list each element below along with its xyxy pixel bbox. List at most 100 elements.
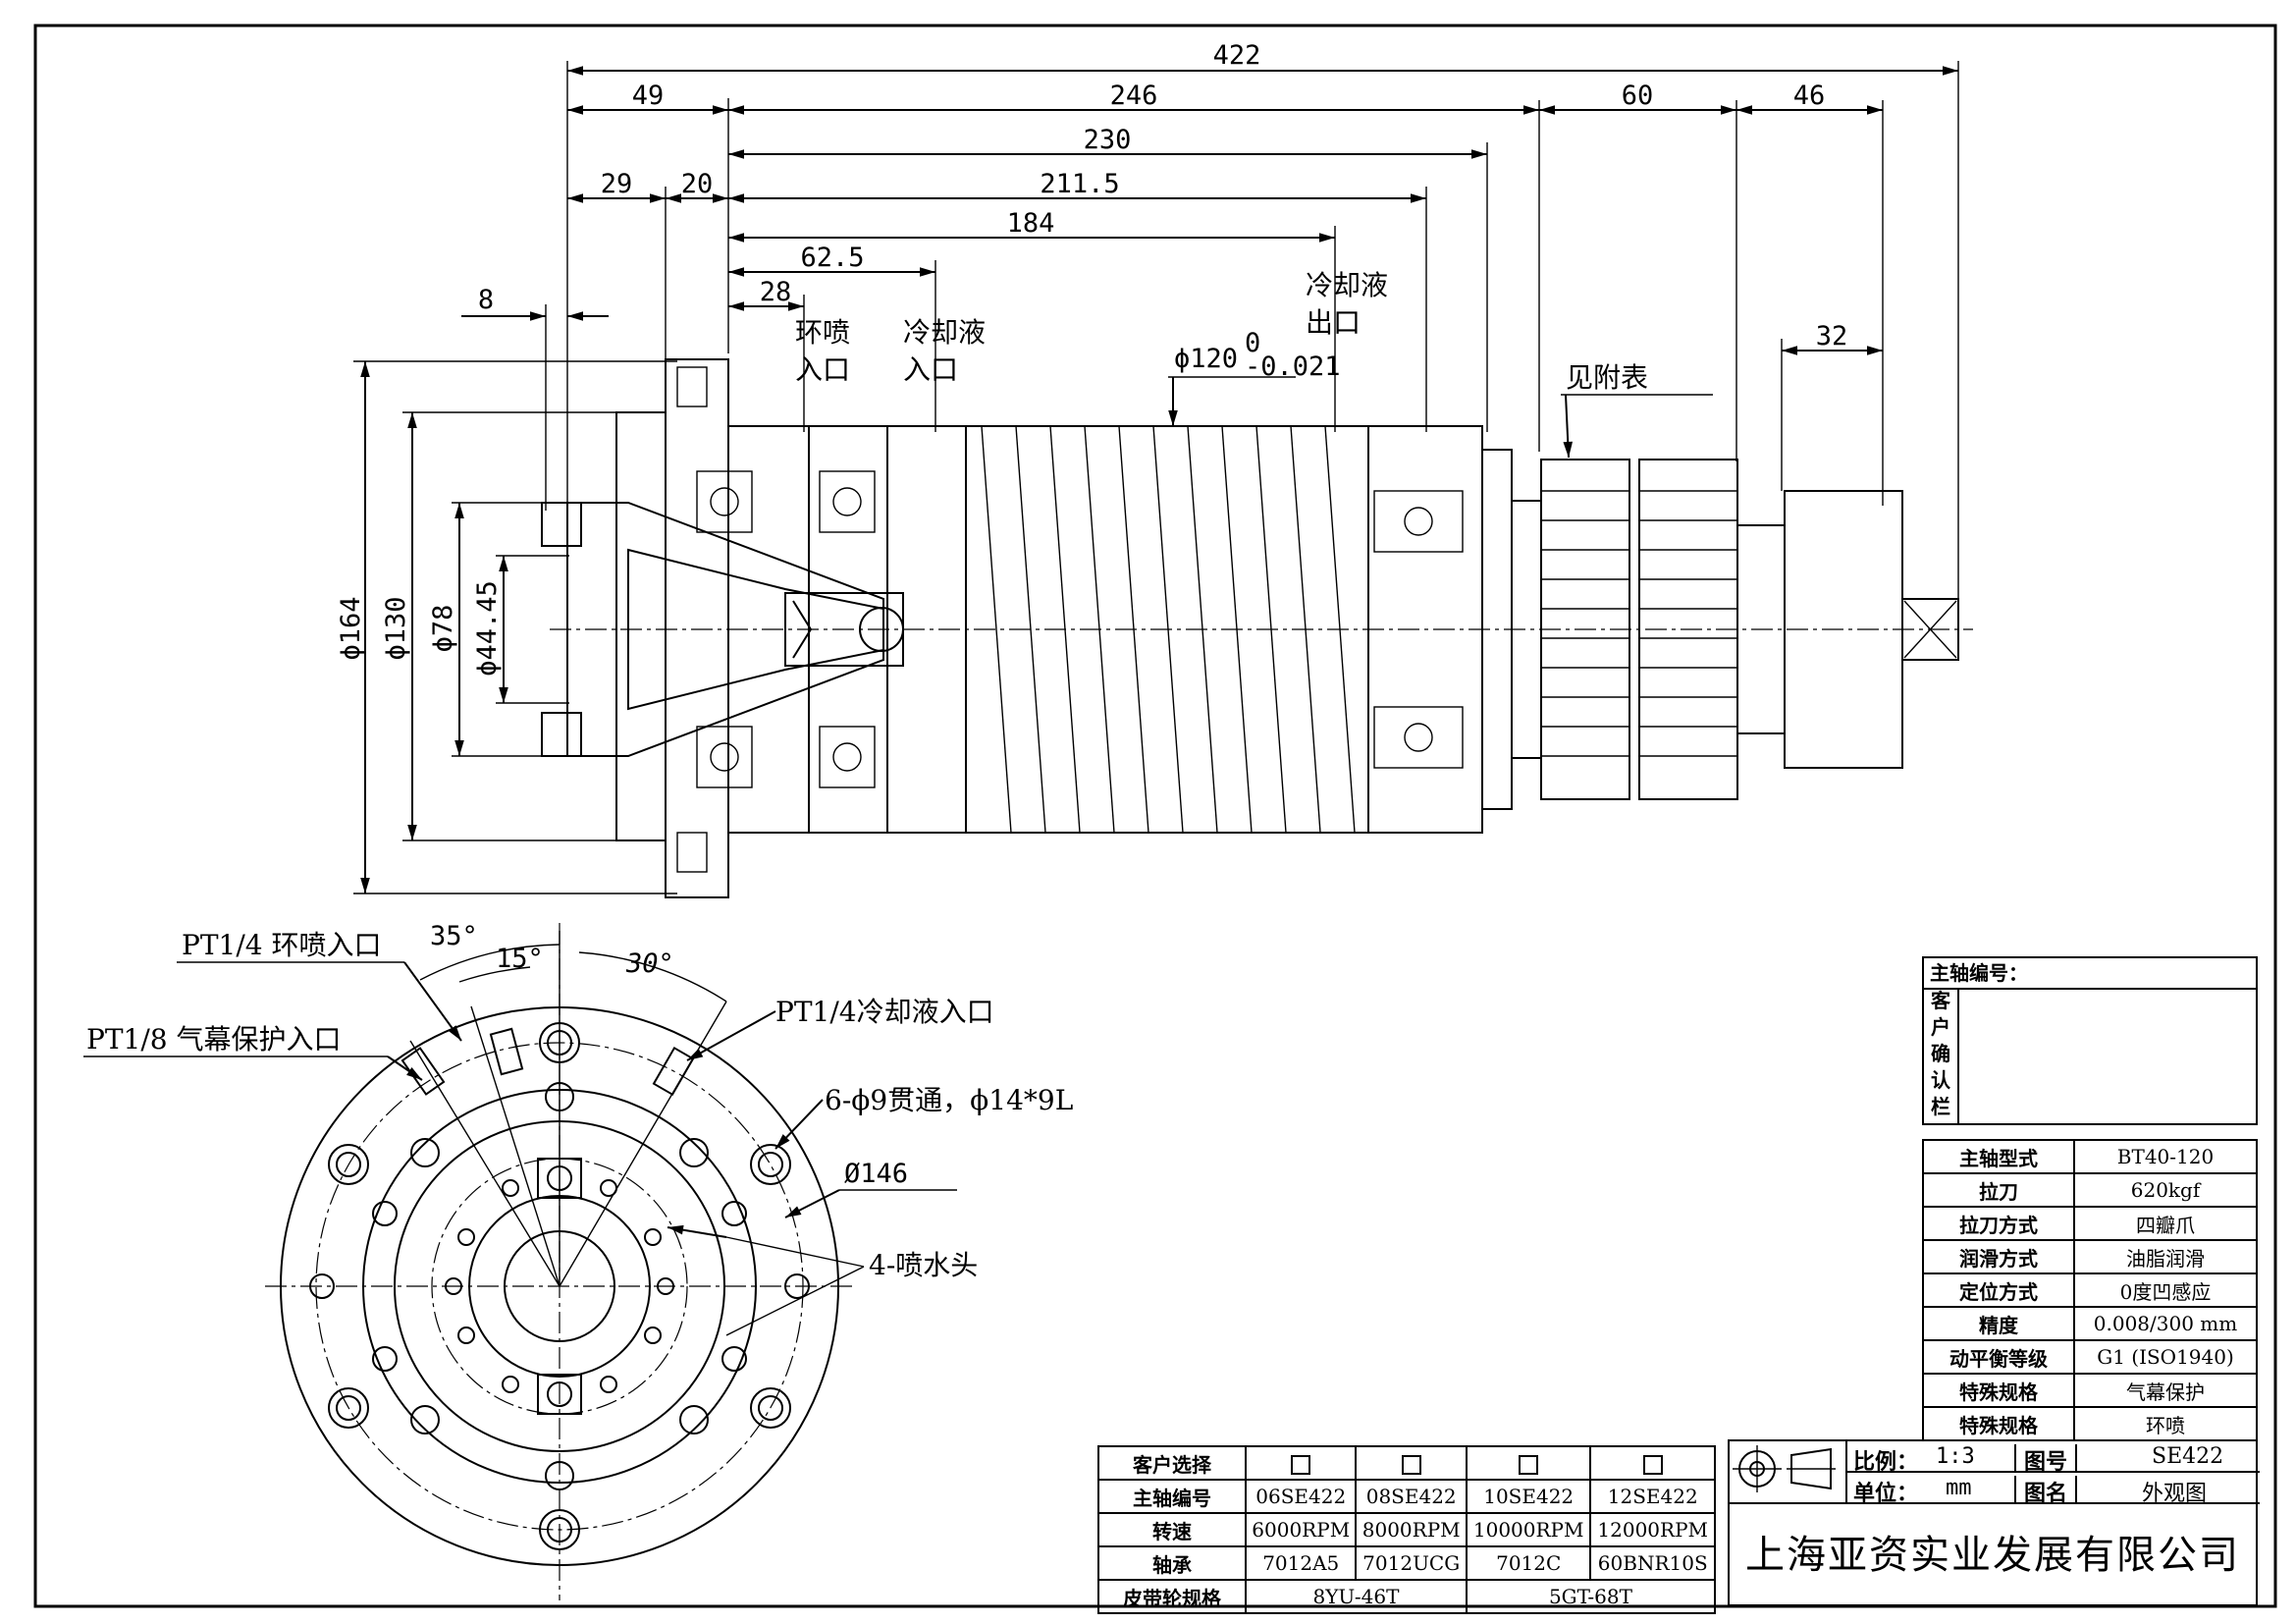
bearing-cell: 7012C: [1465, 1545, 1592, 1581]
dim-20: 20: [681, 169, 714, 199]
spec-value: 0度凹感应: [2073, 1272, 2258, 1308]
spec-key: 精度: [1922, 1306, 2075, 1341]
pulley-a: [1540, 459, 1630, 800]
drawing-name-value: 外观图: [2142, 1482, 2208, 1506]
spec-key: 拉刀方式: [1922, 1206, 2075, 1241]
dim-angle-15: 15°: [496, 944, 544, 974]
spec-key: 拉刀: [1922, 1172, 2075, 1208]
model-cell: 12SE422: [1589, 1479, 1716, 1514]
dim-phi164: ϕ164: [336, 596, 366, 660]
spec-value: 油脂润滑: [2073, 1239, 2258, 1274]
speed-cell: 12000RPM: [1589, 1512, 1716, 1547]
spec-value: 环喷: [2073, 1406, 2258, 1441]
spec-key: 动平衡等级: [1922, 1339, 2075, 1375]
select-checkbox[interactable]: [1519, 1454, 1539, 1475]
unit-label: 单位：: [1853, 1481, 1919, 1506]
drive-key-bottom: [537, 1374, 582, 1415]
confirm-side: 客 户 确 认 栏: [1924, 988, 1959, 1123]
checkbox-cell: [1589, 1445, 1716, 1481]
dim-62-5: 62.5: [800, 243, 864, 273]
confirm-side-char: 户: [1931, 1015, 1950, 1039]
dim-46: 46: [1793, 81, 1826, 111]
confirm-side-char: 确: [1931, 1042, 1950, 1065]
select-checkbox[interactable]: [1401, 1454, 1421, 1475]
company-name: 上海亚资实业发展有限公司: [1745, 1533, 2240, 1578]
model-cell: 06SE422: [1244, 1479, 1358, 1514]
label-ring-spray-1: 环喷: [795, 316, 850, 349]
scale-label: 比例：: [1853, 1449, 1919, 1475]
scale-value: 1:3: [1936, 1444, 1975, 1469]
confirm-title: 主轴编号：: [1924, 958, 2256, 990]
label-coolant-out-1: 冷却液: [1306, 269, 1388, 301]
dim-phi130: ϕ130: [381, 596, 411, 660]
dim-angle-30: 30°: [625, 948, 674, 979]
dim-211-5: 211.5: [1040, 169, 1119, 199]
spec-key: 主轴型式: [1922, 1139, 2075, 1174]
model-cell: 10SE422: [1465, 1479, 1592, 1514]
pulley-cell: 5GT-68T: [1465, 1579, 1717, 1614]
checkbox-cell: [1355, 1445, 1468, 1481]
dim-tol-up: 0: [1245, 328, 1260, 358]
label-pt14-coolant: PT1/4冷却液入口: [775, 996, 994, 1028]
spindle-front-view: [265, 923, 854, 1600]
dim-246: 246: [1110, 81, 1158, 111]
body-fins: [981, 425, 1356, 834]
dim-28: 28: [760, 277, 792, 307]
dim-angle-35: 35°: [430, 921, 478, 951]
drawing-no-label: 图号: [2014, 1444, 2078, 1475]
select-checkbox[interactable]: [1642, 1454, 1663, 1475]
options-header: 主轴编号: [1097, 1479, 1247, 1514]
label-coolant-out-2: 出口: [1306, 306, 1361, 339]
bearing-cell: 60BNR10S: [1589, 1545, 1716, 1581]
table-row: 转速 6000RPM 8000RPM 10000RPM 12000RPM: [1097, 1512, 1716, 1547]
confirm-side-char: 客: [1931, 989, 1950, 1012]
spec-value: 四瓣爪: [2073, 1206, 2258, 1241]
confirm-side-char: 认: [1931, 1068, 1950, 1092]
label-nozzle: 4-喷水头: [869, 1249, 978, 1281]
checkbox-cell: [1465, 1445, 1592, 1481]
label-bolt-holes: 6-ϕ9贯通，ϕ14*9L: [825, 1084, 1073, 1116]
spec-value: 气幕保护: [2073, 1373, 2258, 1408]
diameter-dimensions: ϕ164 ϕ130 ϕ78 ϕ44.45: [336, 360, 677, 894]
options-header: 皮带轮规格: [1097, 1579, 1247, 1614]
title-row-2: 单位： mm 图名 外观图: [1847, 1473, 2260, 1506]
dim-32: 32: [1816, 321, 1848, 352]
label-coolant-in-2: 入口: [903, 353, 958, 386]
label-pt18-air: PT1/8 气幕保护入口: [86, 1023, 341, 1056]
front-flange: [665, 358, 729, 898]
label-coolant-in-1: 冷却液: [903, 316, 986, 349]
bearing-cell: 7012UCG: [1355, 1545, 1468, 1581]
dim-8: 8: [478, 285, 494, 315]
spec-value: G1 (ISO1940): [2073, 1339, 2258, 1375]
spec-key: 特殊规格: [1922, 1406, 2075, 1441]
side-callouts: 环喷 入口 冷却液 入口 冷却液 出口 见附表 ϕ120 0 -0.021: [795, 269, 1713, 459]
model-cell: 08SE422: [1355, 1479, 1468, 1514]
dim-phi120: ϕ120: [1174, 344, 1238, 374]
dim-phi146: Ø146: [844, 1159, 908, 1189]
unit-value: mm: [1946, 1476, 1972, 1500]
label-see-table: 见附表: [1566, 361, 1648, 394]
spec-key: 特殊规格: [1922, 1373, 2075, 1408]
confirm-side-char: 栏: [1931, 1095, 1950, 1118]
speed-cell: 6000RPM: [1244, 1512, 1358, 1547]
spec-value: 620kgf: [2073, 1172, 2258, 1208]
options-header: 转速: [1097, 1512, 1247, 1547]
options-table: 客户选择 主轴编号 06SE422 08SE422 10SE422 12SE42…: [1097, 1445, 1717, 1614]
table-row: 皮带轮规格 8YU-46T 5GT-68T: [1097, 1579, 1717, 1614]
inner-holes: [445, 1179, 674, 1393]
projection-cell: [1730, 1441, 1847, 1504]
select-checkbox[interactable]: [1291, 1454, 1311, 1475]
dim-phi44-45: ϕ44.45: [472, 580, 503, 677]
spec-value: 0.008/300 mm: [2073, 1306, 2258, 1341]
speed-cell: 8000RPM: [1355, 1512, 1468, 1547]
options-header: 客户选择: [1097, 1445, 1247, 1481]
label-ring-spray-2: 入口: [795, 353, 850, 386]
speed-cell: 10000RPM: [1465, 1512, 1592, 1547]
table-row: 客户选择: [1097, 1445, 1716, 1481]
drawing-no-value: SE422: [2152, 1444, 2224, 1469]
